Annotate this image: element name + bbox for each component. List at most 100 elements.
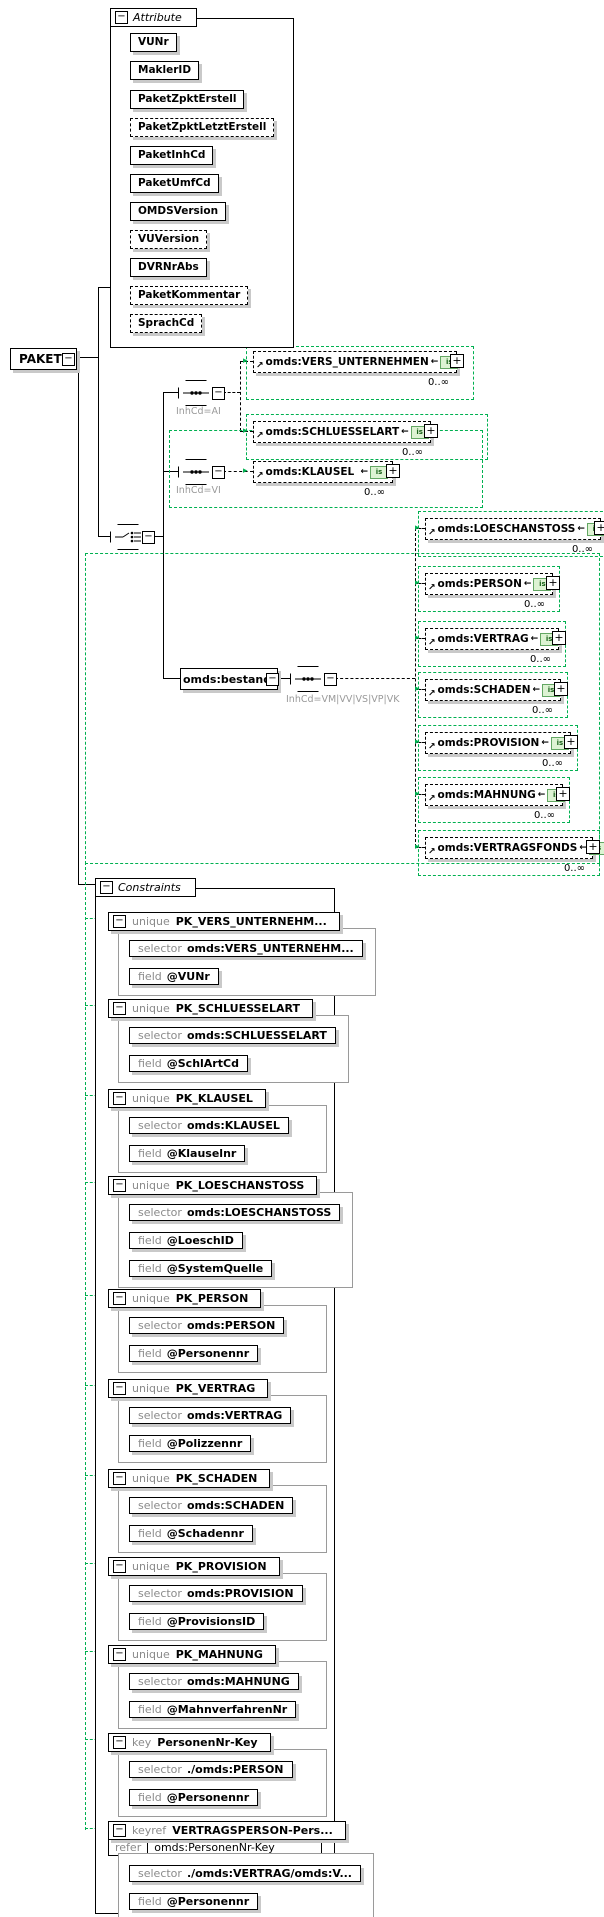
field-row[interactable]: field@SystemQuelle xyxy=(129,1260,273,1277)
field-row[interactable]: field@MahnverfahrenNr xyxy=(129,1701,297,1718)
attribute-vuversion[interactable]: VUVersion xyxy=(130,230,208,249)
expand-icon[interactable]: + xyxy=(586,840,600,854)
attribute-sprachcd[interactable]: SprachCd xyxy=(130,314,203,333)
field-row[interactable]: field@LoeschID xyxy=(129,1232,243,1249)
field-row[interactable]: field@Personennr xyxy=(129,1789,259,1806)
collapse-icon[interactable]: − xyxy=(113,1824,126,1837)
collapse-icon[interactable]: − xyxy=(324,673,337,686)
collapse-icon[interactable]: − xyxy=(113,1648,126,1661)
collapse-icon[interactable]: − xyxy=(113,915,126,928)
choice-compositor[interactable] xyxy=(110,524,146,550)
selector-row[interactable]: selector./omds:PERSON xyxy=(129,1761,293,1778)
attribute-vunr[interactable]: VUNr xyxy=(130,33,177,52)
field-row[interactable]: field@Schadennr xyxy=(129,1525,253,1542)
expand-icon[interactable]: + xyxy=(450,354,464,368)
field-row[interactable]: field@VUNr xyxy=(129,968,219,985)
collapse-icon[interactable]: − xyxy=(113,1092,126,1105)
element-ref-vertrag[interactable]: ▸ ↗ omds:VERTRAG ← is + xyxy=(415,628,566,650)
attribute-paketkommentar[interactable]: PaketKommentar xyxy=(130,286,249,305)
constraints-panel-tab[interactable]: − Constraints xyxy=(95,878,196,897)
collapse-icon[interactable]: − xyxy=(212,466,225,479)
optional-group-rect xyxy=(85,553,600,864)
attribute-paketzpktletzterstell[interactable]: PaketZpktLetztErstell xyxy=(130,118,275,137)
field-row[interactable]: field@Polizzennr xyxy=(129,1435,252,1452)
field-row[interactable]: field@Klauselnr xyxy=(129,1145,246,1162)
field-row[interactable]: field@ProvisionsID xyxy=(129,1613,265,1630)
collapse-icon[interactable]: − xyxy=(115,11,128,24)
element-ref-vertragsfonds[interactable]: ▸ ↗ omds:VERTRAGSFONDS ← is + xyxy=(415,837,604,859)
expand-icon[interactable]: + xyxy=(546,576,560,590)
element-ref-mahnung[interactable]: ▸ ↗ omds:MAHNUNG ← is + xyxy=(415,784,570,806)
element-ref-schluesselart[interactable]: ▸ ↗ omds:SCHLUESSELART ← is + xyxy=(243,421,438,443)
field-row[interactable]: field@Personennr xyxy=(129,1893,259,1910)
attribute-maklerid[interactable]: MaklerID xyxy=(130,61,200,80)
element-ref-klausel[interactable]: ▸ ↗ omds:KLAUSEL ← is + xyxy=(243,461,400,483)
optional-connector-line xyxy=(223,392,240,393)
collapse-icon[interactable]: − xyxy=(113,1002,126,1015)
selector-value: ./omds:PERSON xyxy=(186,1763,284,1776)
sequence-compositor-ai[interactable] xyxy=(178,380,214,406)
root-element-paket[interactable]: PAKET xyxy=(10,348,77,370)
attribute-panel-title: Attribute xyxy=(133,11,182,24)
attribute-panel-tab[interactable]: − Attribute xyxy=(110,8,197,27)
collapse-icon[interactable]: − xyxy=(113,1472,126,1485)
collapse-icon[interactable]: − xyxy=(142,531,155,544)
expand-icon[interactable]: + xyxy=(386,464,400,478)
collapse-icon[interactable]: − xyxy=(113,1736,126,1749)
sequence-compositor-bestand[interactable] xyxy=(290,666,326,692)
optional-connector-line xyxy=(415,689,425,690)
expand-icon[interactable]: + xyxy=(556,787,570,801)
expand-icon[interactable]: + xyxy=(552,631,566,645)
collapse-icon[interactable]: − xyxy=(113,1560,126,1573)
element-ref-loeschanstoss[interactable]: ▸ ↗ omds:LOESCHANSTOSS ← is + xyxy=(415,518,604,540)
collapse-icon[interactable]: − xyxy=(113,1179,126,1192)
constraint-kind: unique xyxy=(132,1472,170,1485)
attribute-paketinhcd[interactable]: PaketInhCd xyxy=(130,146,214,165)
collapse-icon[interactable]: − xyxy=(100,881,113,894)
attribute-paketzpkterstell[interactable]: PaketZpktErstell xyxy=(130,90,245,109)
selector-row[interactable]: selector./omds:VERTRAG/omds:V... xyxy=(129,1865,361,1882)
collapse-icon[interactable]: − xyxy=(113,1292,126,1305)
attribute-paketumfcd[interactable]: PaketUmfCd xyxy=(130,174,219,193)
element-ref-schaden[interactable]: ▸ ↗ omds:SCHADEN ← is + xyxy=(415,679,568,701)
element-ref-person[interactable]: ▸ ↗ omds:PERSON ← is + xyxy=(415,573,560,595)
sequence-compositor-vi[interactable] xyxy=(178,459,214,485)
field-row[interactable]: field@Personennr xyxy=(129,1345,259,1362)
attribute-omdsversion[interactable]: OMDSVersion xyxy=(130,202,227,221)
element-ref-provision[interactable]: ▸ ↗ omds:PROVISION ← is + xyxy=(415,732,578,754)
expand-icon[interactable]: + xyxy=(564,735,578,749)
collapse-icon[interactable]: − xyxy=(212,387,225,400)
collapse-icon[interactable]: − xyxy=(62,353,75,366)
collapse-icon[interactable]: − xyxy=(266,673,279,686)
element-ref-vers-unternehmen[interactable]: ▸ ↗ omds:VERS_UNTERNEHMEN ← is + xyxy=(243,351,464,373)
constraint-kind: unique xyxy=(132,1382,170,1395)
collapse-icon[interactable]: − xyxy=(113,1382,126,1395)
element-bestand[interactable]: omds:bestand xyxy=(180,668,278,690)
attribute-dvrnrabs[interactable]: DVRNrAbs xyxy=(130,258,207,277)
expand-icon[interactable]: + xyxy=(554,682,568,696)
field-row[interactable]: field@SchlArtCd xyxy=(129,1055,248,1072)
optional-connector-line xyxy=(415,583,425,584)
expand-icon[interactable]: + xyxy=(594,521,604,535)
expand-icon[interactable]: + xyxy=(424,424,438,438)
